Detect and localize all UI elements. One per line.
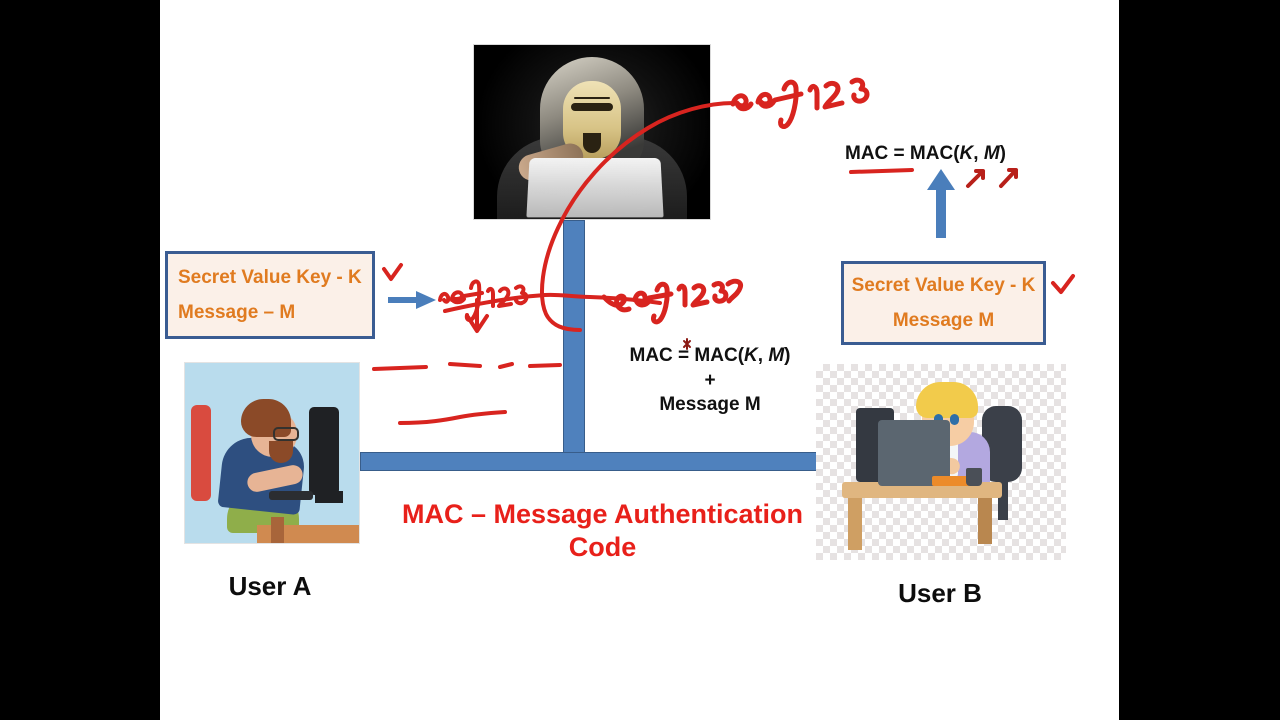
blue-up-arrow bbox=[927, 169, 955, 238]
person-hair bbox=[916, 382, 978, 418]
page-title: MAC – Message Authentication Code bbox=[390, 498, 815, 564]
blue-right-arrow bbox=[388, 291, 436, 309]
mac-right-m: M bbox=[983, 143, 1000, 164]
mac-formula-right: MAC = MAC(K, M) bbox=[845, 143, 1035, 165]
mac-center-prefix: MAC = MAC( bbox=[629, 345, 745, 366]
mac-center-m: M bbox=[768, 345, 785, 366]
mac-right-k: K bbox=[959, 143, 974, 164]
slide-canvas: Secret Value Key - K Message – M Secret … bbox=[160, 0, 1119, 720]
mac-right-suffix: ) bbox=[999, 143, 1006, 164]
blue-vertical-post bbox=[563, 220, 585, 466]
mac-center-suffix: ) bbox=[784, 345, 791, 366]
secret-box-right-line2: Message M bbox=[892, 310, 995, 331]
red-stroke-through-post bbox=[443, 292, 662, 313]
person-hair bbox=[241, 399, 291, 437]
blue-horizontal-bar bbox=[360, 452, 818, 471]
red-tick-arrow-1 bbox=[966, 169, 985, 188]
laptop-icon bbox=[526, 158, 664, 218]
mug-icon bbox=[966, 468, 982, 486]
handwriting-center-aef123 bbox=[601, 278, 744, 325]
mac-center-k: K bbox=[744, 345, 758, 366]
red-check-mark-right bbox=[1051, 274, 1075, 294]
person-eye-left bbox=[934, 414, 943, 425]
mac-center-sep: , bbox=[757, 345, 769, 366]
red-check-mark bbox=[382, 263, 403, 281]
page-title-line2: Code bbox=[568, 531, 637, 562]
secret-value-box-left: Secret Value Key - K Message – M bbox=[165, 251, 375, 339]
user-b-image bbox=[816, 364, 1066, 560]
mac-right-sep: , bbox=[973, 143, 984, 164]
red-solid-underline bbox=[398, 410, 507, 425]
user-b-label: User B bbox=[898, 578, 982, 608]
person-eye-right bbox=[950, 414, 959, 425]
hacker-photo bbox=[473, 44, 711, 220]
red-dashed-underline bbox=[372, 362, 562, 371]
glasses-icon bbox=[273, 427, 299, 441]
mac-formula-center-line3: Message M bbox=[659, 394, 761, 416]
mac-formula-center-plus: + bbox=[704, 369, 716, 391]
letterbox-left bbox=[0, 0, 160, 720]
monitor-icon bbox=[309, 407, 339, 495]
mac-formula-center-line1: MAC = MAC(K, M) bbox=[610, 344, 810, 369]
desk-leg bbox=[271, 517, 284, 543]
desk-leg-left bbox=[848, 496, 862, 550]
mac-formula-center: MAC = MAC(K, M) + Message M bbox=[610, 344, 810, 418]
book-icon bbox=[932, 476, 972, 486]
handwriting-top-right-aef123 bbox=[730, 77, 870, 129]
user-a-image bbox=[184, 362, 360, 544]
handwriting-left-aef123 bbox=[438, 279, 529, 323]
secret-box-left-line1: Secret Value Key - K bbox=[178, 267, 362, 288]
red-underline-mac-right bbox=[849, 168, 914, 174]
page-title-line1: MAC – Message Authentication bbox=[401, 499, 804, 529]
secret-box-right-line1: Secret Value Key - K bbox=[851, 275, 1036, 296]
red-tick-arrow-2 bbox=[999, 168, 1018, 188]
desk-icon bbox=[842, 482, 1002, 498]
secret-value-box-right: Secret Value Key - K Message M bbox=[841, 261, 1046, 345]
letterbox-right bbox=[1119, 0, 1280, 720]
keyboard-icon bbox=[269, 491, 313, 500]
red-down-arrow bbox=[466, 298, 489, 333]
secret-box-left-line2: Message – M bbox=[178, 302, 296, 323]
monitor-stand bbox=[315, 491, 343, 503]
chair-icon bbox=[191, 405, 211, 501]
monitor-icon bbox=[878, 420, 950, 486]
mac-right-prefix: MAC = MAC( bbox=[845, 143, 960, 164]
desk-leg-right bbox=[978, 496, 992, 544]
user-a-label: User A bbox=[228, 571, 312, 601]
chair-stem bbox=[998, 476, 1008, 520]
person-beard bbox=[269, 441, 293, 463]
